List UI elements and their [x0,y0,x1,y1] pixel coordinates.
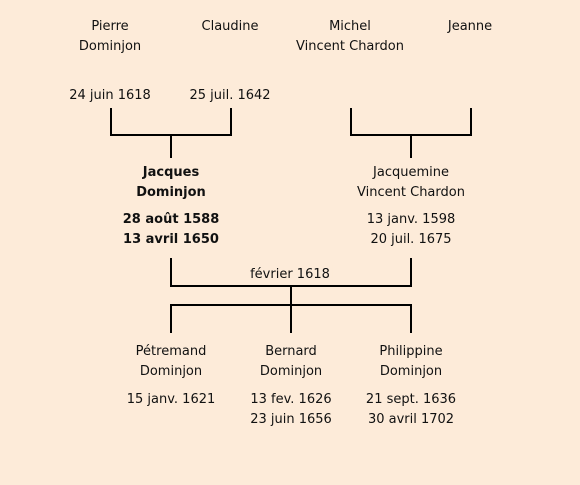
dates-petremand: 15 janv. 1621 [127,390,216,410]
given-name: Michel [329,19,371,34]
given-name: Jacquemine [373,165,449,180]
death-date: 13 avril 1650 [123,232,219,247]
surname: Dominjon [136,185,206,200]
surname: Dominjon [78,39,142,54]
death-date: 20 juil. 1675 [370,232,452,247]
surname: Vincent Chardon [357,185,465,200]
person-jeanne: Jeanne [448,17,492,37]
death-date: 23 juin 1656 [250,412,332,427]
given-name: Bernard [265,344,317,359]
dates-jacques: 28 août 1588 13 avril 1650 [123,210,220,250]
given-name: Jacques [142,165,200,180]
birth-date: 13 janv. 1598 [366,212,456,227]
given-name: Jeanne [447,19,493,34]
given-name: Pierre [91,19,129,34]
person-bernard: Bernard Dominjon [260,342,322,382]
person-philippine: Philippine Dominjon [379,342,442,382]
person-jacquemine: Jacquemine Vincent Chardon [357,163,465,203]
person-petremand: Pétremand Dominjon [136,342,207,382]
birth-date: 21 sept. 1636 [365,392,457,407]
date-pierre: 24 juin 1618 [69,88,151,103]
person-michel: Michel Vincent Chardon [296,17,404,57]
date-claudine: 25 juil. 1642 [189,88,271,103]
given-name: Pétremand [135,344,207,359]
surname: Dominjon [139,364,203,379]
surname: Dominjon [259,364,323,379]
person-pierre: Pierre Dominjon [79,17,141,57]
birth-date: 13 fev. 1626 [250,392,332,407]
surname: Vincent Chardon [296,39,404,54]
dates-philippine: 21 sept. 1636 30 avril 1702 [366,390,456,430]
given-name: Philippine [379,344,443,359]
person-jacques: Jacques Dominjon [136,163,206,203]
dates-bernard: 13 fev. 1626 23 juin 1656 [250,390,332,430]
birth-date: 15 janv. 1621 [126,392,216,407]
death-date: 30 avril 1702 [367,412,455,427]
marriage-date: février 1618 [248,265,332,285]
given-name: Claudine [201,19,259,34]
dates-jacquemine: 13 janv. 1598 20 juil. 1675 [367,210,456,250]
surname: Dominjon [379,364,443,379]
birth-date: 28 août 1588 [122,212,220,227]
person-claudine: Claudine [202,17,259,37]
